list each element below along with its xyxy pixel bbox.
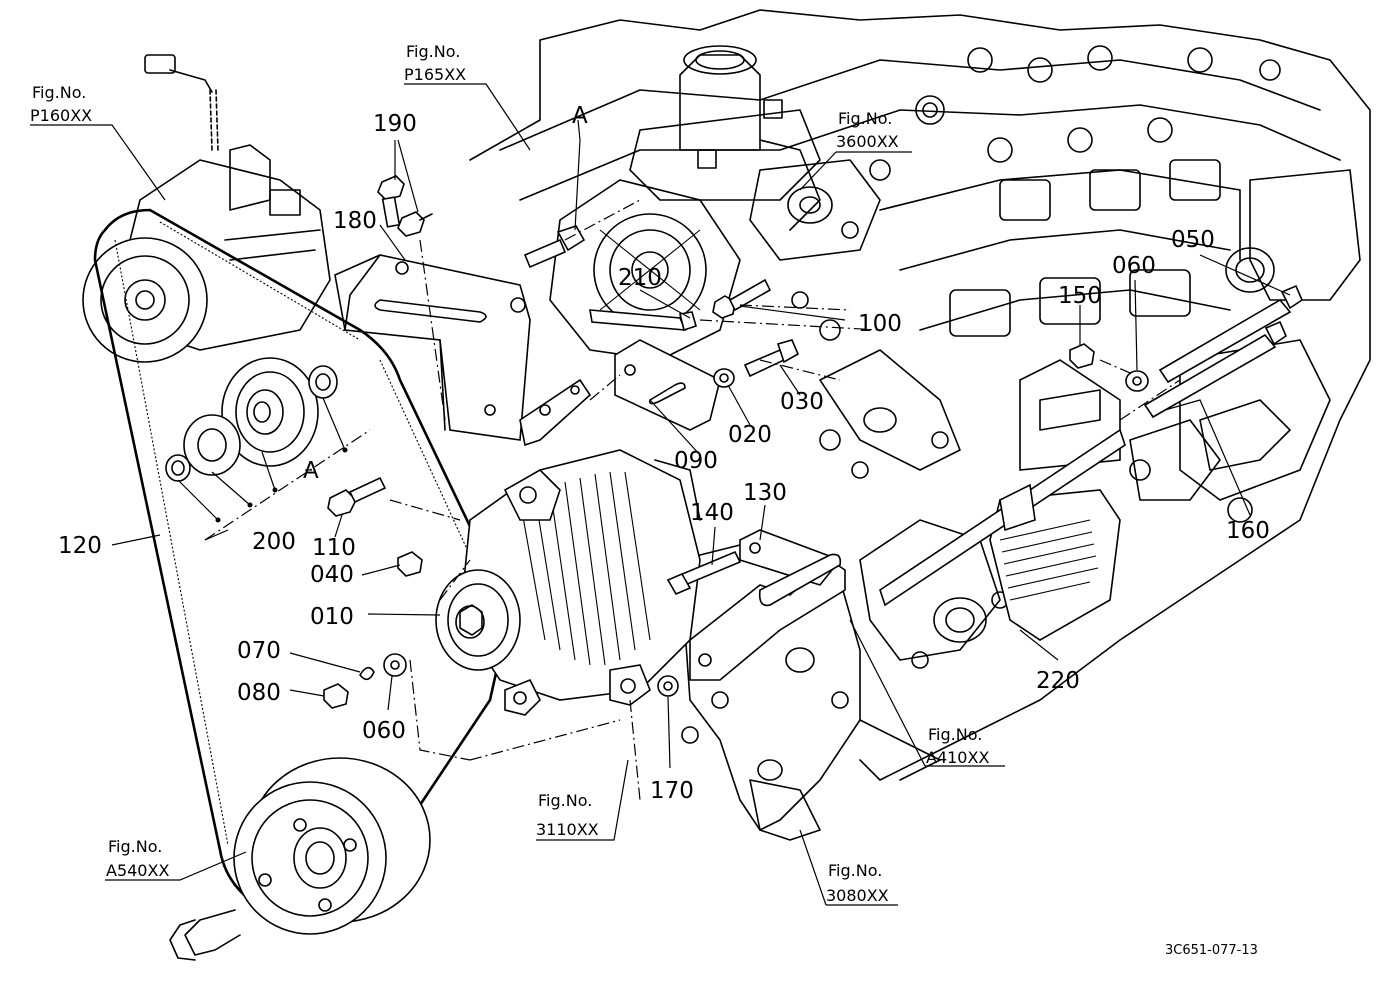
svg-text:P160XX: P160XX: [30, 106, 92, 125]
ac-compressor: [82, 54, 331, 363]
bracket-link: [519, 378, 592, 447]
leader-lines: [111, 139, 1291, 769]
label-060-lower: 060: [362, 718, 406, 744]
svg-text:Fig.No.: Fig.No.: [928, 725, 982, 744]
fig-references: Fig.No. P160XX Fig.No. P165XX Fig.No. 36…: [30, 42, 989, 905]
label-150: 150: [1058, 283, 1102, 309]
svg-text:3080XX: 3080XX: [826, 886, 889, 905]
label-160: 160: [1226, 518, 1270, 544]
svg-text:3110XX: 3110XX: [536, 820, 599, 839]
label-070: 070: [237, 638, 281, 664]
figref-3080xx: Fig.No. 3080XX: [826, 861, 889, 905]
center-lines: [389, 199, 1181, 801]
fig-ref-leaders: [30, 83, 1005, 906]
label-030: 030: [780, 389, 824, 415]
label-020: 020: [728, 422, 772, 448]
label-110: 110: [312, 535, 356, 561]
bracket-130: [689, 529, 846, 681]
bracket-090: [614, 339, 721, 431]
svg-text:Fig.No.: Fig.No.: [108, 837, 162, 856]
label-140: 140: [690, 500, 734, 526]
label-060-right: 060: [1112, 253, 1156, 279]
label-220: 220: [1036, 668, 1080, 694]
svg-text:A410XX: A410XX: [926, 748, 989, 767]
label-090: 090: [674, 448, 718, 474]
idler-pulley-assembly: [165, 357, 371, 541]
engine-block: [469, 9, 1371, 841]
label-130: 130: [743, 480, 787, 506]
figref-3600xx: Fig.No. 3600XX: [836, 109, 899, 151]
figref-p160xx: Fig.No. P160XX: [30, 83, 92, 125]
part-labels: 190 180 210 100 030 020 090 150 060 050 …: [58, 103, 1270, 804]
svg-text:Fig.No.: Fig.No.: [838, 109, 892, 128]
label-120: 120: [58, 533, 102, 559]
alternator-010: [435, 449, 701, 716]
svg-text:Fig.No.: Fig.No.: [828, 861, 882, 880]
label-170: 170: [650, 778, 694, 804]
svg-text:Fig.No.: Fig.No.: [538, 791, 592, 810]
figref-3110xx: Fig.No. 3110XX: [536, 791, 599, 839]
label-100: 100: [858, 311, 902, 337]
figref-a540xx: Fig.No. A540XX: [106, 837, 169, 880]
svg-text:P165XX: P165XX: [404, 65, 466, 84]
svg-text:3600XX: 3600XX: [836, 132, 899, 151]
bracket-220: [879, 359, 1126, 641]
drawing-code: 3C651-077-13: [1165, 943, 1258, 958]
label-mark-a-lower: A: [303, 458, 319, 484]
label-180: 180: [333, 208, 377, 234]
figref-p165xx: Fig.No. P165XX: [404, 42, 466, 84]
crankshaft-pulley: [169, 757, 431, 961]
label-010: 010: [310, 604, 354, 630]
bracket-180: [334, 254, 531, 441]
label-040: 040: [310, 562, 354, 588]
label-210: 210: [618, 265, 662, 291]
svg-text:A540XX: A540XX: [106, 861, 169, 880]
label-080: 080: [237, 680, 281, 706]
label-200: 200: [252, 529, 296, 555]
fasteners: [323, 175, 1303, 709]
svg-text:Fig.No.: Fig.No.: [406, 42, 460, 61]
svg-text:Fig.No.: Fig.No.: [32, 83, 86, 102]
figref-a410xx: Fig.No. A410XX: [926, 725, 989, 767]
label-190: 190: [373, 111, 417, 137]
label-050: 050: [1171, 227, 1215, 253]
label-mark-a-top: A: [572, 103, 588, 129]
